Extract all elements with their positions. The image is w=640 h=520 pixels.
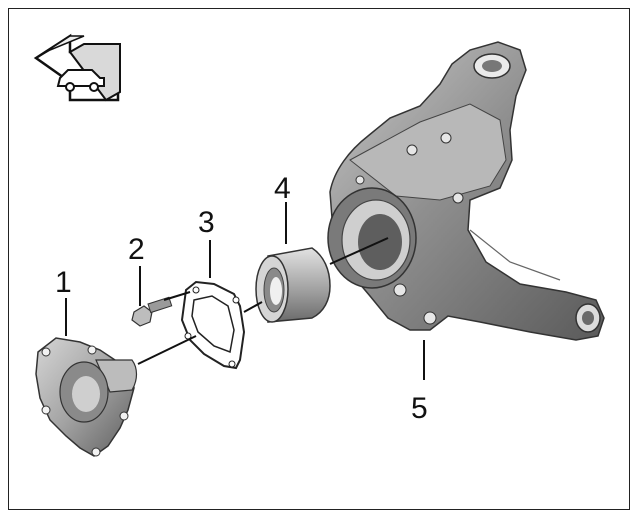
- callout-4: 4: [274, 172, 291, 205]
- steering-knuckle: [327, 41, 605, 341]
- callout-3: 3: [198, 206, 215, 239]
- wheel-hub-flange: [35, 337, 138, 457]
- callout-leaders: [65, 202, 425, 380]
- bolt: [131, 296, 173, 327]
- gasket-plate: [180, 280, 246, 370]
- vehicle-direction-arrow-icon: [33, 33, 121, 102]
- callout-5: 5: [411, 392, 428, 425]
- callout-1: 1: [55, 266, 72, 299]
- callout-2: 2: [128, 233, 145, 266]
- wheel-bearing: [255, 247, 331, 323]
- assembly-axis-lines: [137, 237, 389, 365]
